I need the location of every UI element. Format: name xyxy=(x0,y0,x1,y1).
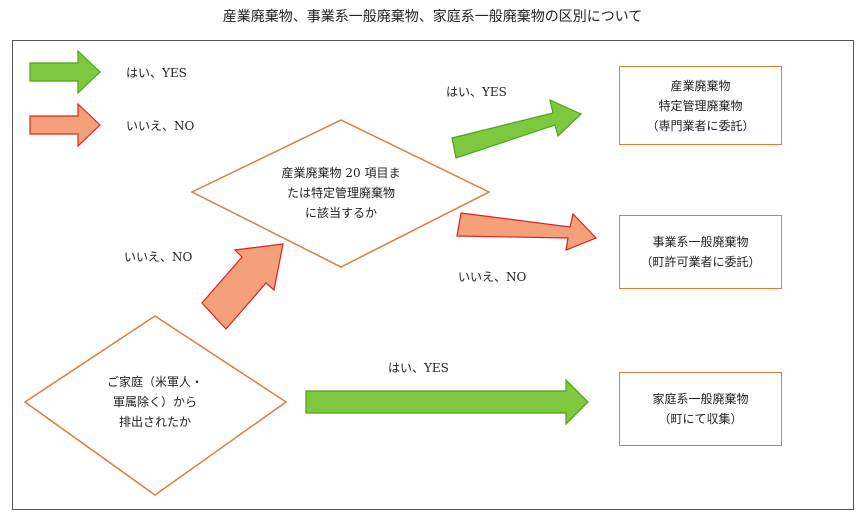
household-no-arrow xyxy=(201,243,284,330)
decision-household-line: ご家庭（米軍人・ xyxy=(106,375,203,389)
diagram-frame xyxy=(12,40,854,510)
decision-household-text: ご家庭（米軍人・ 軍属除く）から 排出されたか xyxy=(70,372,240,432)
decision-industrial-text: 産業廃棄物 20 項目ま たは特定管理廃棄物 に該当するか xyxy=(256,163,426,223)
result-household-box: 家庭系一般廃棄物 （町にて収集） xyxy=(619,372,782,446)
legend-yes-arrow xyxy=(29,49,101,95)
decision-industrial-line: たは特定管理廃棄物 xyxy=(286,186,395,200)
result-household-line: （町にて収集） xyxy=(658,412,743,426)
result-industrial-line: （専門業者に委託） xyxy=(646,118,755,133)
result-business-line: 事業系一般廃棄物 xyxy=(652,235,749,249)
industrial-no-label: いいえ、NO xyxy=(458,270,527,284)
industrial-yes-label: はい、YES xyxy=(446,85,507,99)
result-industrial-box: 産業廃棄物 特定管理廃棄物 （専門業者に委託） xyxy=(619,66,782,145)
legend-no-arrow xyxy=(29,102,101,148)
decision-household-diamond xyxy=(23,315,288,496)
result-industrial-line: 産業廃棄物 xyxy=(670,78,731,93)
industrial-yes-arrow xyxy=(451,98,583,159)
household-no-label: いいえ、NO xyxy=(124,250,193,264)
decision-industrial-line: 産業廃棄物 20 項目ま xyxy=(281,166,401,180)
result-industrial-line: 特定管理廃棄物 xyxy=(658,98,743,113)
diagram-title: 産業廃棄物、事業系一般廃棄物、家庭系一般廃棄物の区別について xyxy=(222,9,643,25)
decision-industrial-line: に該当するか xyxy=(304,206,377,220)
legend-no-label: いいえ、NO xyxy=(126,119,195,133)
household-yes-label: はい、YES xyxy=(388,361,449,375)
decision-industrial-diamond xyxy=(190,119,491,268)
decision-household-line: 軍属除く）から xyxy=(112,395,197,409)
industrial-no-arrow xyxy=(456,212,598,251)
decision-household-line: 排出されたか xyxy=(118,415,191,429)
legend-yes-label: はい、YES xyxy=(126,66,187,80)
result-household-line: 家庭系一般廃棄物 xyxy=(652,392,749,406)
result-business-box: 事業系一般廃棄物 （町許可業者に委託） xyxy=(619,215,782,289)
household-yes-arrow xyxy=(305,378,589,426)
result-business-line: （町許可業者に委託） xyxy=(640,255,761,269)
